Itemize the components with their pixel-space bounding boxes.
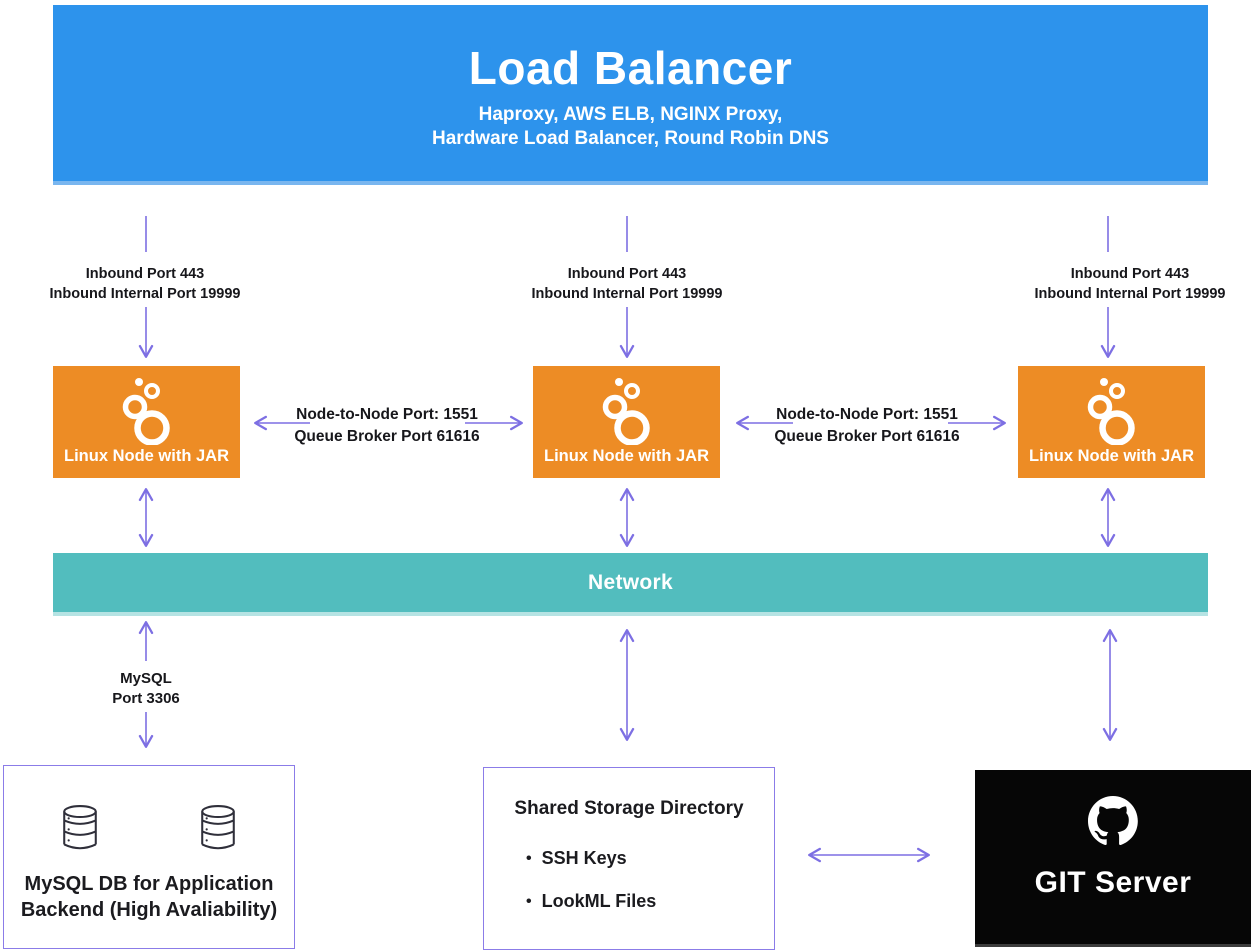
- storage-item-ssh-keys-label: SSH Keys: [541, 848, 627, 868]
- network-label: Network: [588, 570, 673, 594]
- inbound-ports-label-1: Inbound Port 443 Inbound Internal Port 1…: [25, 264, 265, 304]
- linux-node-label: Linux Node with JAR: [64, 447, 229, 465]
- load-balancer-box: Load Balancer Haproxy, AWS ELB, NGINX Pr…: [53, 5, 1208, 185]
- inbound-ports-label-2-line2: Inbound Internal Port 19999: [531, 286, 723, 302]
- looker-bubbles-icon: [119, 376, 175, 446]
- linux-node-label: Linux Node with JAR: [1029, 447, 1194, 465]
- inbound-ports-label-1-line2: Inbound Internal Port 19999: [49, 286, 241, 302]
- mysql-port-label-line1: MySQL: [120, 670, 172, 687]
- load-balancer-subtitle-line2: Hardware Load Balancer, Round Robin DNS: [432, 128, 829, 149]
- inbound-ports-label-2: Inbound Port 443 Inbound Internal Port 1…: [507, 264, 747, 304]
- mysql-db-box: MySQL DB for Application Backend (High A…: [3, 765, 295, 949]
- linux-node-box-2: Linux Node with JAR: [533, 366, 720, 478]
- looker-bubbles-icon: [1084, 376, 1140, 446]
- mysql-port-label-line2: Port 3306: [112, 690, 180, 707]
- inbound-ports-label-2-line1: Inbound Port 443: [567, 266, 687, 282]
- inbound-ports-label-3-line2: Inbound Internal Port 19999: [1034, 286, 1226, 302]
- load-balancer-subtitle-line1: Haproxy, AWS ELB, NGINX Proxy,: [478, 104, 783, 125]
- database-cylinder-icon: [59, 804, 101, 857]
- storage-item-ssh-keys: • SSH Keys: [526, 848, 627, 869]
- linux-node-box-3: Linux Node with JAR: [1018, 366, 1205, 478]
- node-link-label-2-line2: Queue Broker Port 61616: [774, 428, 960, 445]
- mysql-db-caption-line2: Backend (High Avaliability): [20, 899, 278, 921]
- github-octocat-icon: [1088, 796, 1138, 850]
- linux-node-box-1: Linux Node with JAR: [53, 366, 240, 478]
- mysql-db-caption: MySQL DB for Application Backend (High A…: [4, 871, 294, 923]
- db-replication-graphic: [4, 804, 294, 857]
- linux-node-label: Linux Node with JAR: [544, 447, 709, 465]
- inbound-ports-label-3: Inbound Port 443 Inbound Internal Port 1…: [1010, 264, 1250, 304]
- node-link-label-2-line1: Node-to-Node Port: 1551: [776, 406, 958, 423]
- bullet-icon: •: [526, 892, 532, 910]
- git-server-box: GIT Server: [975, 770, 1251, 947]
- storage-item-lookml-files: • LookML Files: [526, 891, 656, 912]
- load-balancer-subtitle: Haproxy, AWS ELB, NGINX Proxy, Hardware …: [432, 103, 829, 151]
- shared-storage-box: Shared Storage Directory • SSH Keys • Lo…: [483, 767, 775, 950]
- git-server-label: GIT Server: [1034, 866, 1192, 899]
- node-link-ports-label-2: Node-to-Node Port: 1551 Queue Broker Por…: [762, 404, 972, 448]
- looker-bubbles-icon: [599, 376, 655, 446]
- database-cylinder-icon: [197, 804, 239, 857]
- network-bar: Network: [53, 553, 1208, 616]
- bullet-icon: •: [526, 849, 532, 867]
- node-link-label-1-line1: Node-to-Node Port: 1551: [296, 406, 478, 423]
- load-balancer-title: Load Balancer: [468, 42, 793, 94]
- mysql-db-caption-line1: MySQL DB for Application: [24, 873, 274, 895]
- inbound-ports-label-3-line1: Inbound Port 443: [1070, 266, 1190, 282]
- node-link-ports-label-1: Node-to-Node Port: 1551 Queue Broker Por…: [282, 404, 492, 448]
- inbound-ports-label-1-line1: Inbound Port 443: [85, 266, 205, 282]
- storage-item-lookml-files-label: LookML Files: [541, 891, 657, 911]
- shared-storage-title: Shared Storage Directory: [514, 798, 744, 819]
- node-link-label-1-line2: Queue Broker Port 61616: [294, 428, 480, 445]
- mysql-port-label: MySQL Port 3306: [71, 669, 221, 709]
